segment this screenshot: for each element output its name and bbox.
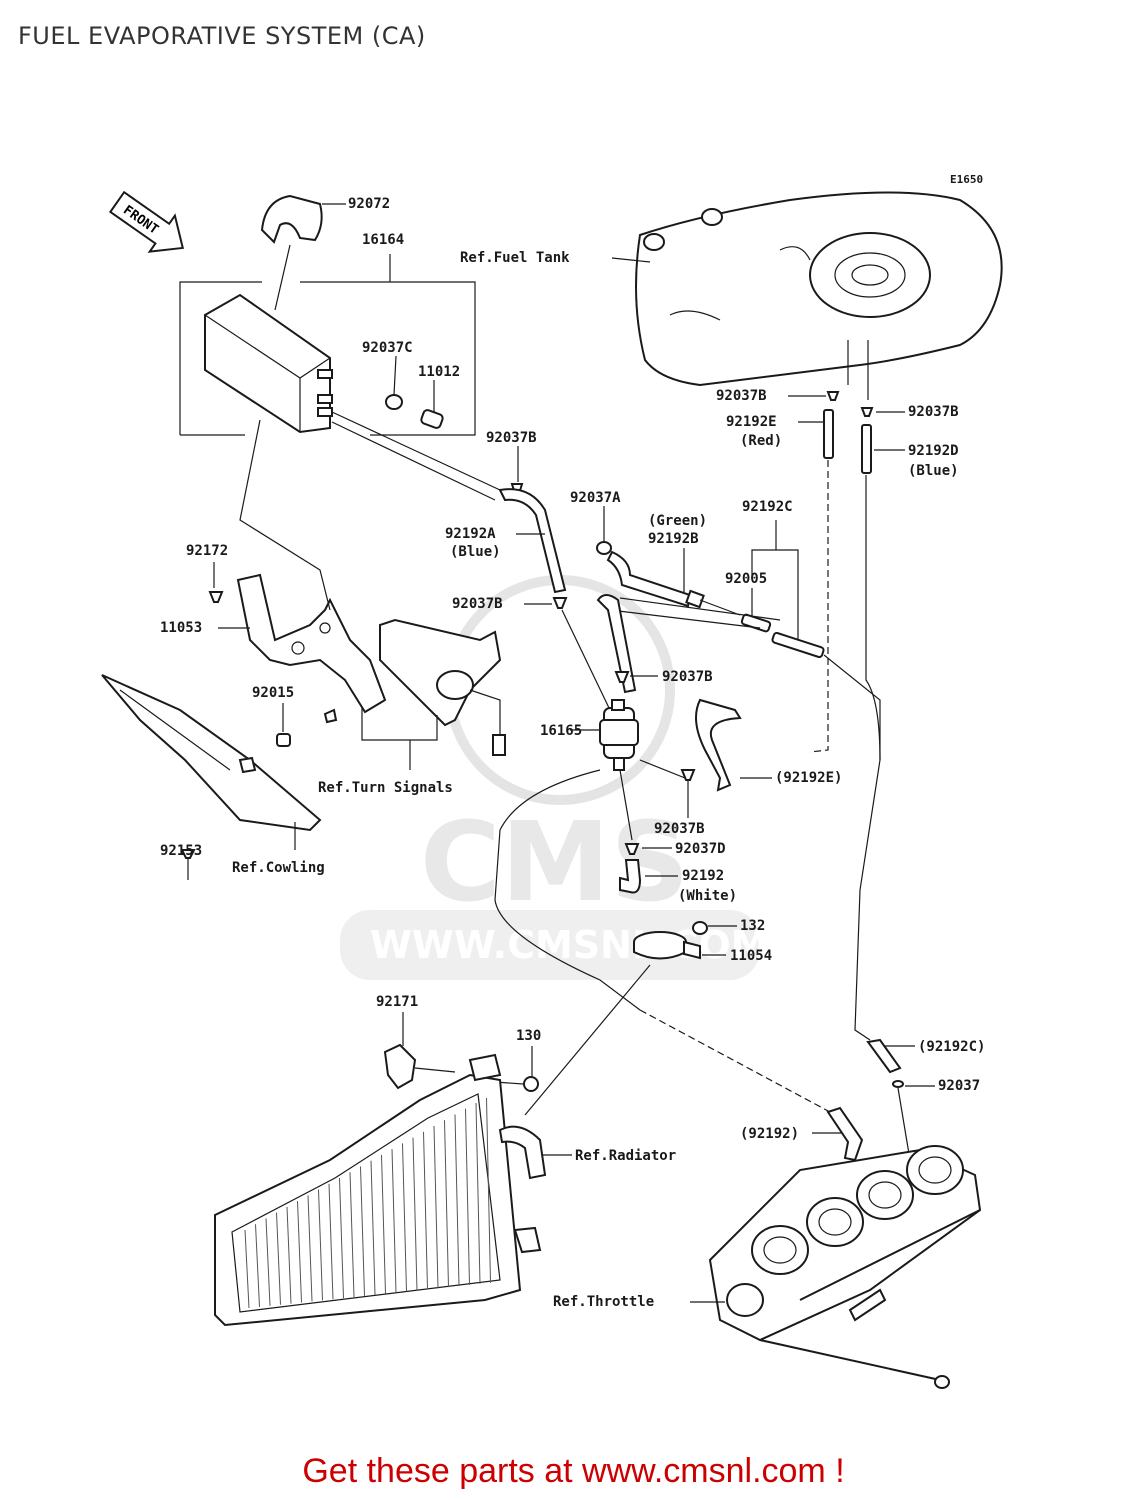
radiator-fin xyxy=(412,1137,418,1291)
label-92192d: 92192D xyxy=(908,443,959,459)
watermark-brand: CMS xyxy=(420,798,689,926)
watermark: CMS WWW.CMSNL.COM xyxy=(340,575,769,980)
label-ref-cowling: Ref.Cowling xyxy=(232,860,325,876)
bolt-132 xyxy=(692,921,708,935)
cmsnl-link[interactable]: Get these parts at www.cmsnl.com ! xyxy=(302,1452,845,1490)
label-92037: 92037 xyxy=(938,1078,980,1094)
label-ref-radiator: Ref.Radiator xyxy=(575,1148,676,1164)
label-92037b-tank-left: 92037B xyxy=(716,388,767,404)
label-white: (White) xyxy=(678,888,737,904)
radiator-fin xyxy=(286,1206,292,1304)
radiator-fin xyxy=(423,1131,428,1290)
label-92037c: 92037C xyxy=(362,340,413,356)
clamp-92037c xyxy=(385,394,403,410)
radiator-fin xyxy=(391,1149,397,1293)
label-92171: 92171 xyxy=(376,994,418,1010)
radiator-fin xyxy=(297,1201,302,1303)
label-92172: 92172 xyxy=(186,543,228,559)
label-ref-turn-signals: Ref.Turn Signals xyxy=(318,780,453,796)
radiator-fin xyxy=(370,1160,376,1295)
label-130: 130 xyxy=(516,1028,541,1044)
radiator-fin xyxy=(265,1218,271,1306)
hose-92192e xyxy=(823,409,834,459)
clamp-11054 xyxy=(633,931,701,960)
label-green: (Green) xyxy=(648,513,707,529)
radiator-fin xyxy=(444,1120,449,1288)
radiator-fin xyxy=(465,1108,470,1285)
label-92037b-tank-right: 92037B xyxy=(908,404,959,420)
label-92037b-lower: 92037B xyxy=(654,821,705,837)
throttle-body xyxy=(708,1145,982,1389)
label-92037b-mid: 92037B xyxy=(452,596,503,612)
cap-11012 xyxy=(420,409,444,429)
label-92037b-filter: 92037B xyxy=(662,669,713,685)
label-92037d: 92037D xyxy=(675,841,726,857)
label-blue-left: (Blue) xyxy=(450,544,501,560)
front-arrow-icon: FRONT xyxy=(108,190,185,253)
label-red: (Red) xyxy=(740,433,782,449)
radiator-fin xyxy=(486,1097,491,1283)
page-title: FUEL EVAPORATIVE SYSTEM (CA) xyxy=(18,22,426,50)
label-92192c: 92192C xyxy=(742,499,793,515)
radiator-fin xyxy=(318,1189,323,1301)
label-92192-paren: (92192) xyxy=(740,1126,799,1142)
label-16165: 16165 xyxy=(540,723,582,739)
radiator-fin xyxy=(381,1154,386,1294)
label-92192e-paren: (92192E) xyxy=(775,770,842,786)
label-11053: 11053 xyxy=(160,620,202,636)
radiator-fin xyxy=(307,1195,313,1302)
collar-92015 xyxy=(276,733,291,747)
label-92192e: 92192E xyxy=(726,414,777,430)
radiator-fin xyxy=(433,1126,439,1289)
label-132: 132 xyxy=(740,918,765,934)
label-92153-visible: 92153 xyxy=(160,843,202,859)
label-11012: 11012 xyxy=(418,364,460,380)
hose-92192d xyxy=(861,424,872,474)
filter-16165 xyxy=(599,699,639,771)
label-92037b-top: 92037B xyxy=(486,430,537,446)
radiator-fin xyxy=(454,1114,460,1287)
label-ref-throttle: Ref.Throttle xyxy=(553,1294,654,1310)
label-92192c-paren: (92192C) xyxy=(918,1039,985,1055)
footer-cta: Get these parts at www.cmsnl.com ! xyxy=(0,1452,1147,1491)
label-92192: 92192 xyxy=(682,868,724,884)
bolt-130 xyxy=(523,1076,539,1092)
radiator-fin xyxy=(475,1102,481,1284)
turn-signal-assembly xyxy=(379,618,506,756)
diagram-code: E1650 xyxy=(950,173,983,186)
charcoal-canister xyxy=(204,293,333,434)
fuel-tank xyxy=(635,191,1003,387)
label-92015: 92015 xyxy=(252,685,294,701)
radiator-fin xyxy=(255,1224,260,1307)
canister-bracket xyxy=(260,194,323,244)
label-92192b: 92192B xyxy=(648,531,699,547)
cowling-panel xyxy=(101,674,322,832)
label-ref-fuel-tank: Ref.Fuel Tank xyxy=(460,250,570,266)
label-11054: 11054 xyxy=(730,948,772,964)
label-92192a: 92192A xyxy=(445,526,496,542)
radiator-fin xyxy=(360,1166,365,1296)
label-92037a: 92037A xyxy=(570,490,621,506)
label-92005: 92005 xyxy=(725,571,767,587)
radiator-fin xyxy=(328,1183,334,1300)
radiator-fin xyxy=(244,1229,250,1309)
radiator xyxy=(214,1053,547,1327)
radiator-fin xyxy=(402,1143,407,1292)
label-16164: 16164 xyxy=(362,232,404,248)
label-92072: 92072 xyxy=(348,196,390,212)
watermark-url: WWW.CMSNL.COM xyxy=(370,923,769,967)
radiator-fin xyxy=(349,1172,355,1298)
radiator-fin xyxy=(276,1212,281,1305)
radiator-fin xyxy=(339,1178,344,1299)
label-blue-tank: (Blue) xyxy=(908,463,959,479)
mounting-bracket-11053 xyxy=(236,573,387,714)
